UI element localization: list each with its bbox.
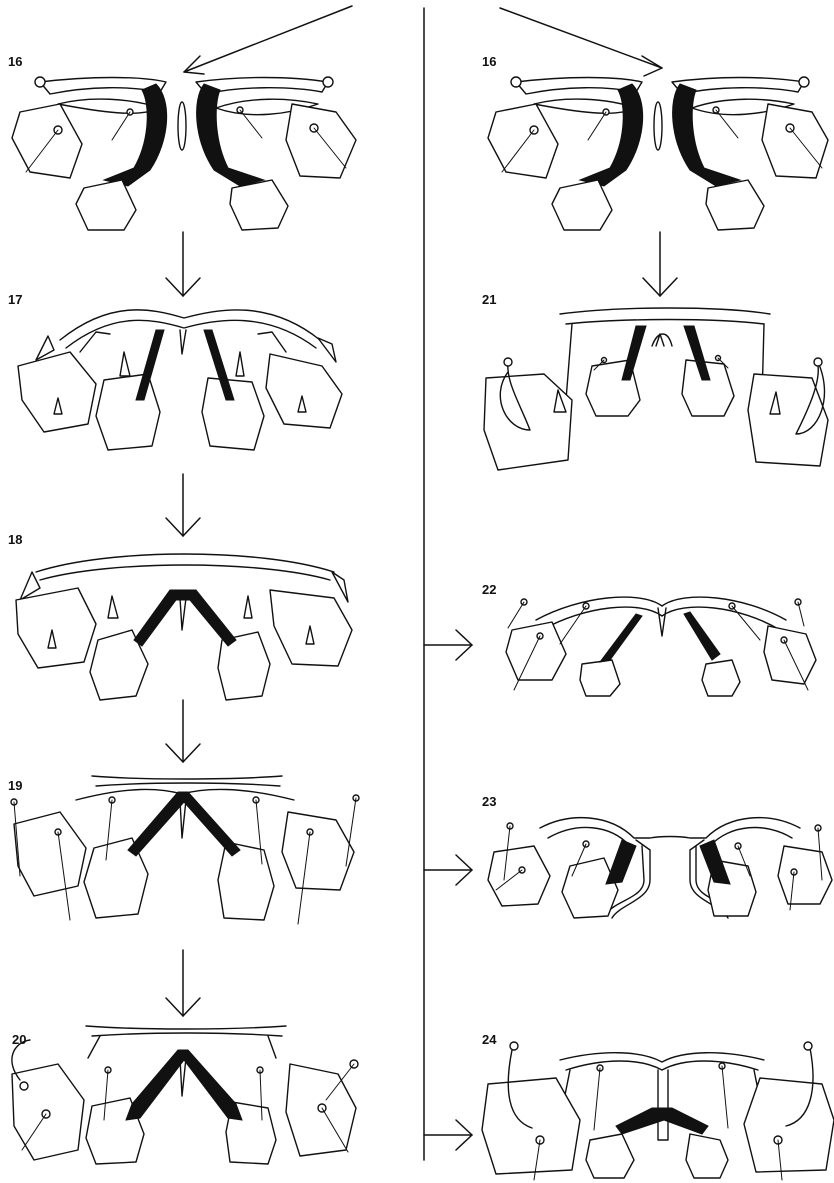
fig-17-drawing: [18, 310, 342, 450]
fig-16-drawing: [12, 77, 356, 230]
branch-arrow-22: [424, 630, 472, 660]
branch-arrow-24: [424, 1120, 472, 1150]
diagonal-arrow-left: [184, 6, 352, 74]
label-fig-18: 18: [8, 532, 22, 547]
fig-22-drawing: [506, 597, 816, 696]
fig-16b-drawing: [488, 77, 828, 230]
down-arrow-19-20: [166, 950, 200, 1016]
diagonal-arrow-right: [500, 8, 662, 76]
fig-19-drawing: [11, 776, 359, 924]
label-fig-23: 23: [482, 794, 496, 809]
down-arrow-17-18: [166, 474, 200, 536]
fig-24-drawing: [482, 1042, 834, 1180]
label-fig-21: 21: [482, 292, 496, 307]
label-fig-16: 16: [8, 54, 22, 69]
label-fig-24: 24: [482, 1032, 497, 1047]
label-fig-19: 19: [8, 778, 22, 793]
label-fig-22: 22: [482, 582, 496, 597]
fig-20-drawing: [12, 1026, 358, 1164]
fig-18-drawing: [16, 554, 352, 700]
label-fig-16b: 16: [482, 54, 496, 69]
fig-23-drawing: [488, 818, 832, 918]
label-fig-17: 17: [8, 292, 22, 307]
fig-21-drawing: [484, 308, 828, 470]
down-arrow-18-19: [166, 700, 200, 762]
branch-arrow-23: [424, 855, 472, 885]
down-arrow-16-17: [166, 232, 200, 296]
down-arrow-16-21: [643, 232, 677, 296]
